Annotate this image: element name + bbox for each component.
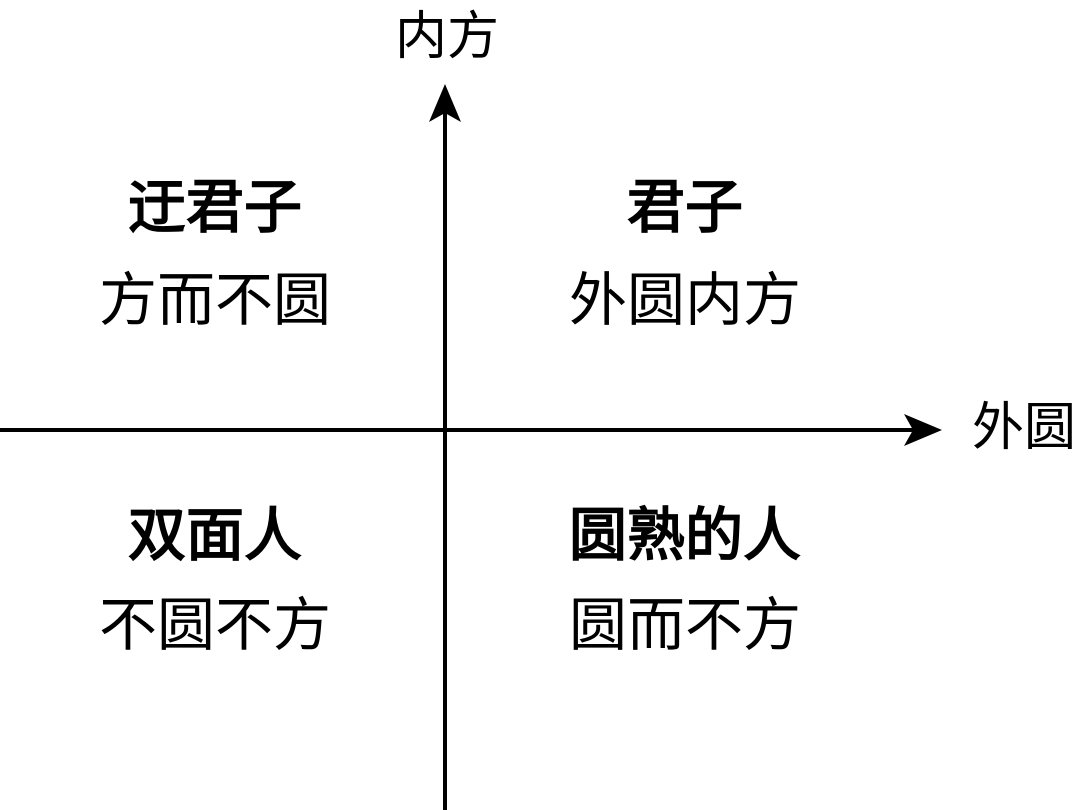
quadrant-top-left-subtitle: 方而不圆 bbox=[98, 266, 332, 334]
x-axis-arrowhead bbox=[904, 414, 942, 446]
quadrant-top-right-subtitle: 外圆内方 bbox=[568, 266, 802, 334]
quadrant-bottom-left-title: 双面人 bbox=[127, 501, 303, 569]
quadrant-top-right-title: 君子 bbox=[626, 173, 744, 241]
y-axis-label: 内方 bbox=[394, 7, 500, 67]
quadrant-top-left-title: 迂君子 bbox=[127, 173, 303, 241]
y-axis-arrowhead bbox=[429, 84, 461, 122]
quadrant-bottom-right-title: 圆熟的人 bbox=[568, 501, 802, 569]
x-axis-label: 外圆 bbox=[971, 398, 1077, 458]
quadrant-bottom-right-subtitle: 圆而不方 bbox=[568, 591, 802, 659]
quadrant-bottom-left-subtitle: 不圆不方 bbox=[98, 591, 332, 659]
